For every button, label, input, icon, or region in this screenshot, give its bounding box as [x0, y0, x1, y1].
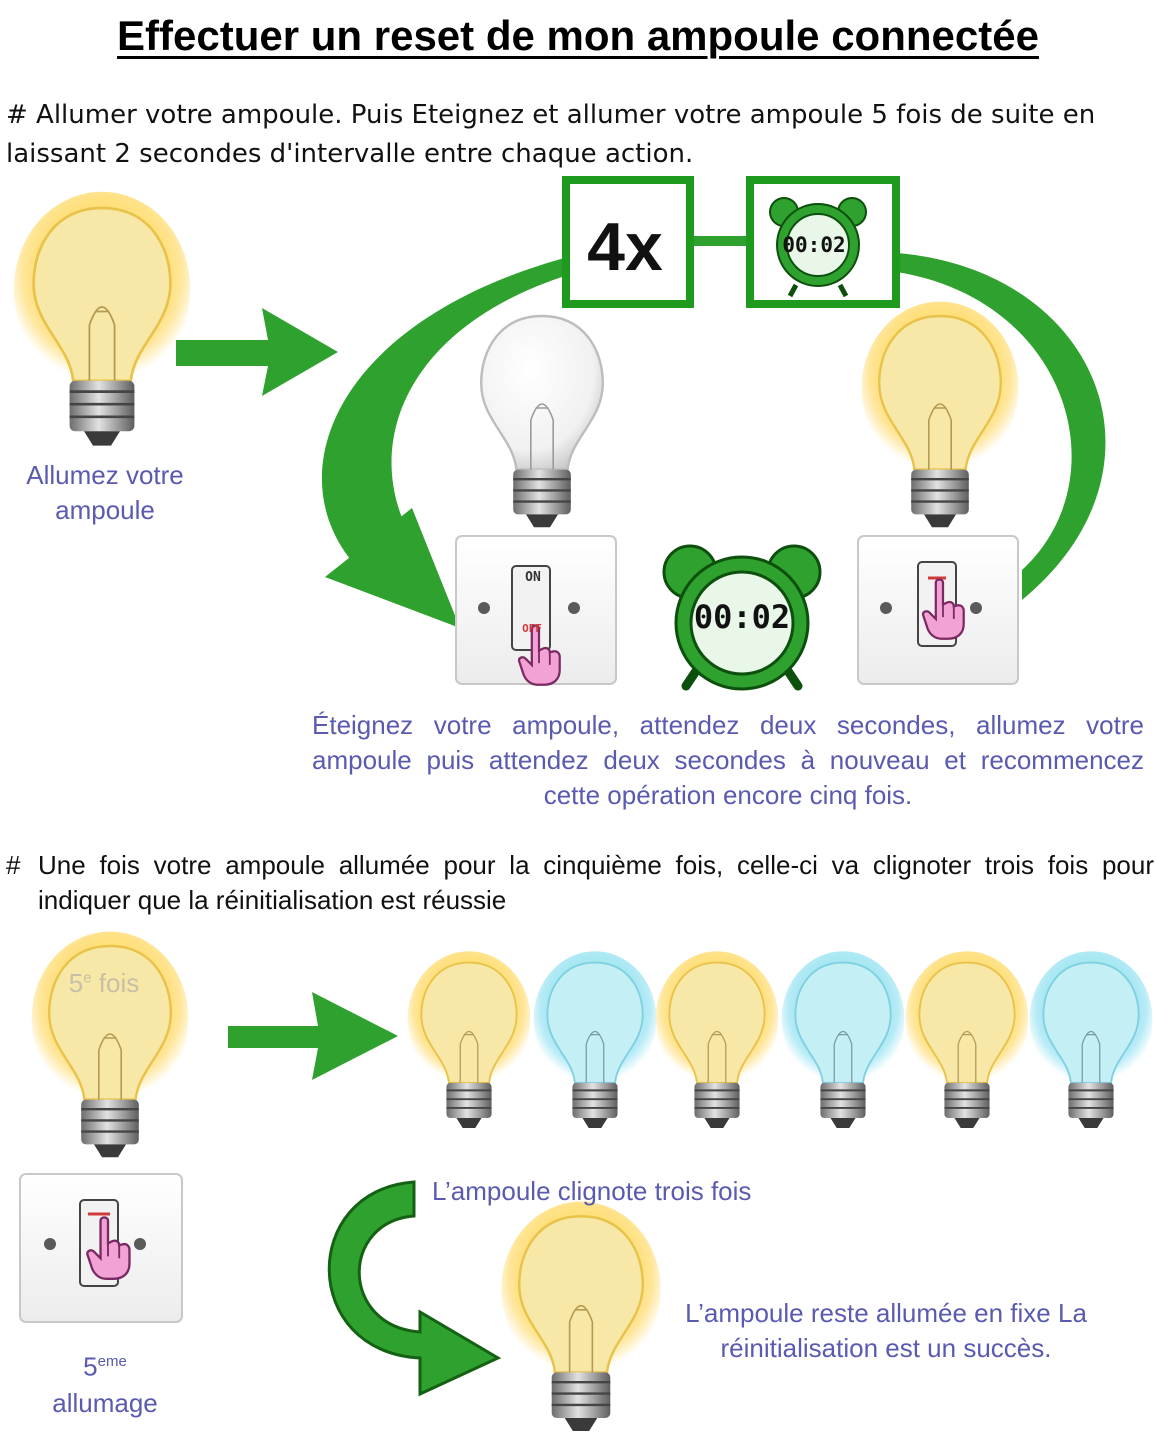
final-caption: L’ampoule reste allumée en fixe La réini… — [685, 1298, 1087, 1363]
curved-arrow-icon — [327, 1180, 502, 1397]
bulb-blue-icon — [780, 950, 906, 1129]
fifth-switch-caption: 5eme allumage — [52, 1351, 158, 1418]
bulb-blue-icon — [532, 950, 658, 1129]
small-clock-icon — [769, 197, 867, 298]
alarm-clock-display: 00:02 — [693, 598, 791, 636]
bulb-on-icon — [904, 950, 1030, 1129]
section2-hash: # — [6, 850, 21, 880]
bulb-on-icon — [12, 190, 192, 448]
arrow-right-icon — [228, 992, 398, 1080]
section2-text: # Une fois votre ampoule allumée pour la… — [6, 848, 1154, 918]
small-clock-display: 00:02 — [782, 233, 846, 257]
section2-body: Une fois votre ampoule allumée pour la c… — [38, 850, 1154, 915]
bulb-on-icon — [406, 950, 532, 1129]
intro-text: # Allumer votre ampoule. Puis Eteignez e… — [6, 100, 1096, 169]
bulb-on-icon — [654, 950, 780, 1129]
cycle-arc — [321, 257, 568, 598]
arrow-right-icon — [176, 308, 338, 396]
switch-on-icon — [19, 1173, 183, 1323]
switch-on-icon — [857, 535, 1019, 685]
repeat-badge — [562, 176, 694, 308]
bulb-on-icon — [499, 1200, 663, 1433]
repeat-count: 4x — [587, 209, 663, 285]
cycle-caption: Éteignez votre ampoule, attendez deux se… — [312, 710, 1144, 810]
cycle-arc-right — [897, 253, 1106, 600]
step1-caption: Allumez votre ampoule — [26, 460, 184, 525]
fifth-time-label: 5e fois — [68, 968, 140, 998]
bulb-on-icon — [860, 300, 1020, 529]
cycle-arrowhead — [325, 508, 460, 628]
alarm-clock-icon — [662, 544, 822, 691]
switch-on-label: ON — [525, 570, 541, 585]
bulb-on-icon — [30, 930, 190, 1159]
bulb-off-icon — [479, 314, 605, 529]
switch-off-icon — [455, 535, 617, 686]
page-title: Effectuer un reset de mon ampoule connec… — [117, 12, 1039, 59]
blink-caption: L’ampoule clignote trois fois — [432, 1176, 752, 1206]
switch-off-label: OFF — [522, 622, 542, 635]
bulb-blue-icon — [1028, 950, 1154, 1129]
